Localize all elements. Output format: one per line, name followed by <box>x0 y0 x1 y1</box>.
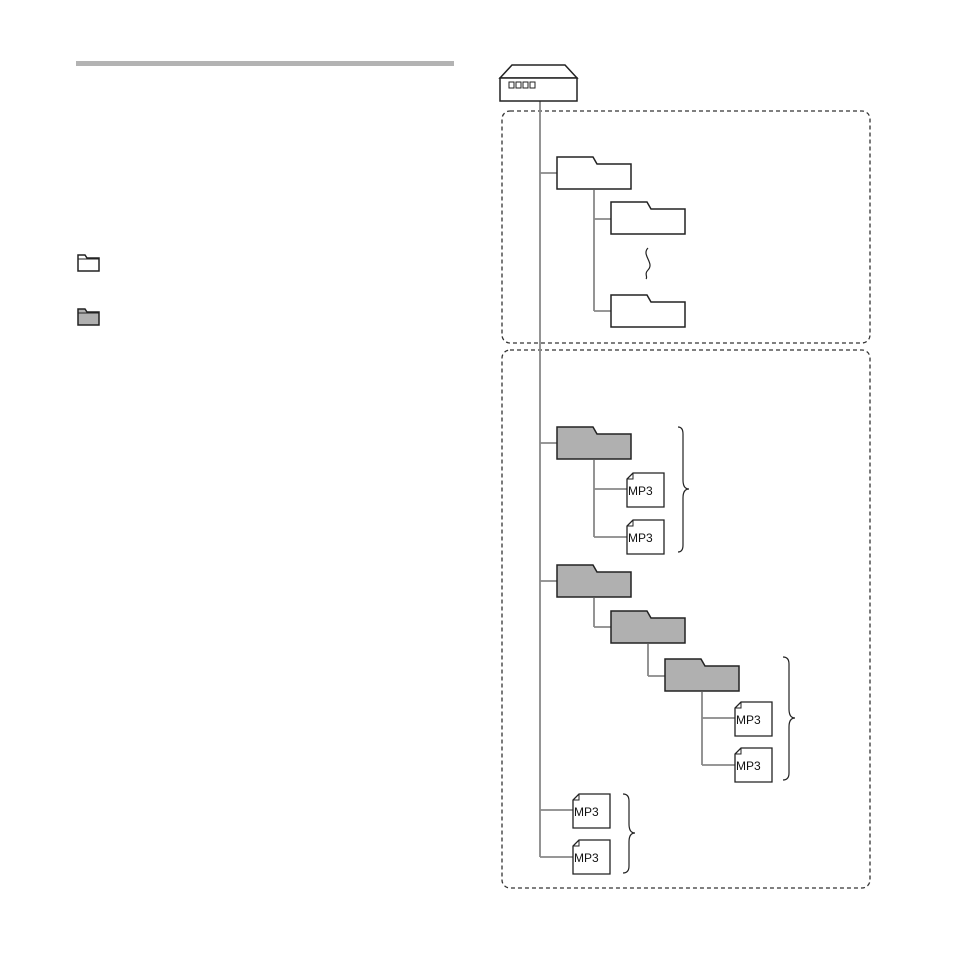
mp3-file-icon: MP3 <box>735 748 772 782</box>
filled-folder-legend-icon <box>78 309 99 325</box>
empty-folder-legend-icon <box>78 255 99 271</box>
right-brace-d <box>783 657 795 780</box>
filled-folder-icon <box>557 427 631 459</box>
mp3-file-icon: MP3 <box>573 794 610 828</box>
recorder-device-icon <box>500 65 577 101</box>
mp3-file-icon: MP3 <box>573 840 610 874</box>
empty-folder-icon <box>611 202 685 234</box>
mp3-file-icon: MP3 <box>735 702 772 736</box>
filled-folder-icon <box>557 565 631 597</box>
mp3-label: MP3 <box>736 713 761 727</box>
mp3-label: MP3 <box>628 484 653 498</box>
mp3-file-icon: MP3 <box>627 473 664 507</box>
mp3-label: MP3 <box>574 805 599 819</box>
mp3-label: MP3 <box>574 851 599 865</box>
filled-folder-icon <box>611 611 685 643</box>
mp3-label: MP3 <box>736 759 761 773</box>
wavy-ellipsis-icon <box>646 248 650 279</box>
header-rule <box>76 61 454 66</box>
empty-folder-icon <box>611 295 685 327</box>
right-brace-a <box>678 427 689 552</box>
mp3-label: MP3 <box>628 531 653 545</box>
mp3-file-icon: MP3 <box>627 520 664 554</box>
empty-folder-icon <box>557 157 631 189</box>
upper-group-border <box>502 111 870 343</box>
filled-folder-icon <box>665 659 739 691</box>
right-brace-root <box>623 794 635 873</box>
legend <box>78 255 99 325</box>
